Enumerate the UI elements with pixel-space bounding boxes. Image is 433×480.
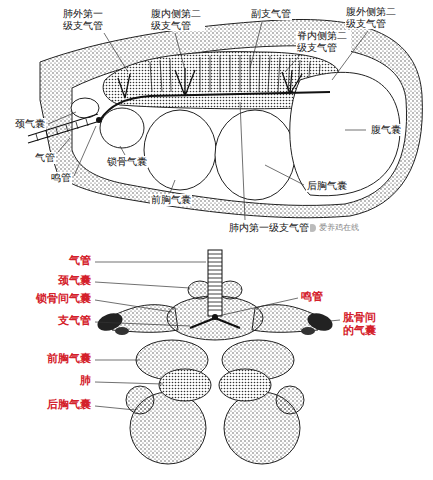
part-label: 前胸气囊 bbox=[150, 194, 192, 206]
posterior-thoracic-air-sac bbox=[130, 392, 206, 464]
part-label: 锁骨气囊 bbox=[106, 156, 148, 168]
part-label: 腹外侧第二级支气管 bbox=[345, 6, 400, 29]
part-label: 后胸气囊 bbox=[306, 180, 348, 192]
syrinx bbox=[96, 117, 102, 123]
leader-lines bbox=[95, 262, 340, 410]
side-view bbox=[28, 19, 422, 232]
part-label: 肺外第一级支气管 bbox=[62, 8, 107, 31]
part-label: 鸣管 bbox=[50, 172, 72, 184]
body-cavity bbox=[72, 46, 407, 206]
syrinx bbox=[212, 314, 218, 320]
part-label: 鸣管 bbox=[300, 291, 324, 304]
part-label: 颈气囊 bbox=[57, 275, 92, 288]
clavicular-air-sac bbox=[100, 108, 144, 148]
trachea bbox=[208, 250, 222, 316]
part-label: 腹内侧第二级支气管 bbox=[150, 8, 205, 31]
posterior-thoracic-air-sac bbox=[215, 110, 295, 200]
part-label: 脊内侧第二级支气管 bbox=[296, 30, 351, 53]
part-label: 气管 bbox=[68, 255, 92, 268]
primary-bronchus bbox=[100, 92, 330, 120]
part-label: 锁骨间气囊 bbox=[35, 293, 92, 306]
part-label: 颈气囊 bbox=[14, 118, 46, 130]
leader-lines bbox=[48, 22, 368, 220]
part-label: 支气管 bbox=[57, 315, 92, 328]
part-label: 肺 bbox=[79, 375, 92, 388]
tracheal-rings bbox=[208, 254, 222, 310]
part-label: 副支气管 bbox=[250, 8, 292, 20]
part-label: 前胸气囊 bbox=[46, 353, 92, 366]
part-label: 肱骨间的气囊 bbox=[342, 312, 380, 337]
part-label: 腹气囊 bbox=[370, 124, 402, 136]
part-label: 后胸气囊 bbox=[46, 399, 92, 412]
humerus-bone bbox=[115, 327, 129, 335]
anterior-thoracic-air-sac bbox=[144, 110, 216, 190]
part-label: 气管 bbox=[34, 152, 56, 164]
body-wall bbox=[40, 19, 422, 217]
ventral-view bbox=[95, 250, 340, 464]
part-label: 肺内第一级支气管 bbox=[228, 222, 310, 234]
lung bbox=[159, 369, 211, 401]
watermark: 爱养鸡在线 bbox=[318, 223, 360, 232]
